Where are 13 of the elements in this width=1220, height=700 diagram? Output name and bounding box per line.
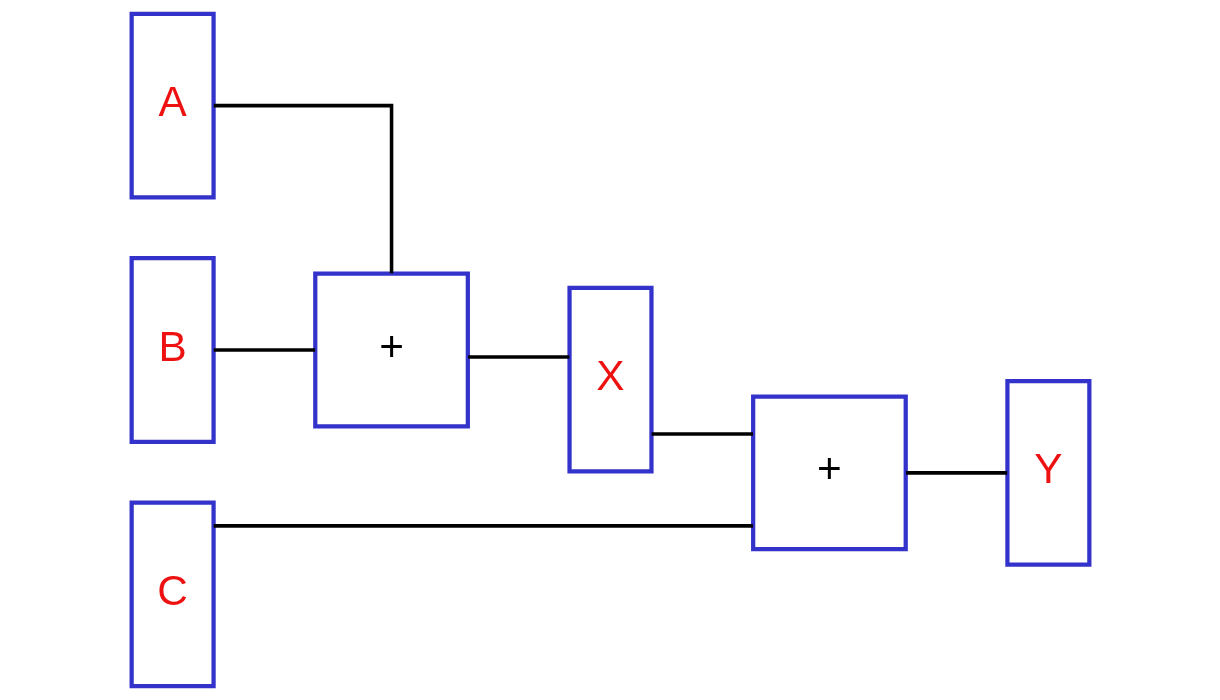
connector (467, 355, 569, 359)
connector (905, 471, 1007, 475)
connector (213, 103, 393, 274)
node-box: A (129, 11, 216, 200)
node-box: + (312, 271, 470, 429)
node-box: B (129, 256, 216, 444)
node-box: X (566, 285, 654, 474)
connector (651, 432, 753, 436)
node-box: C (129, 500, 216, 689)
connector (213, 348, 315, 352)
connector (213, 524, 753, 528)
node-box: Y (1004, 378, 1091, 567)
node-box: + (750, 394, 908, 552)
